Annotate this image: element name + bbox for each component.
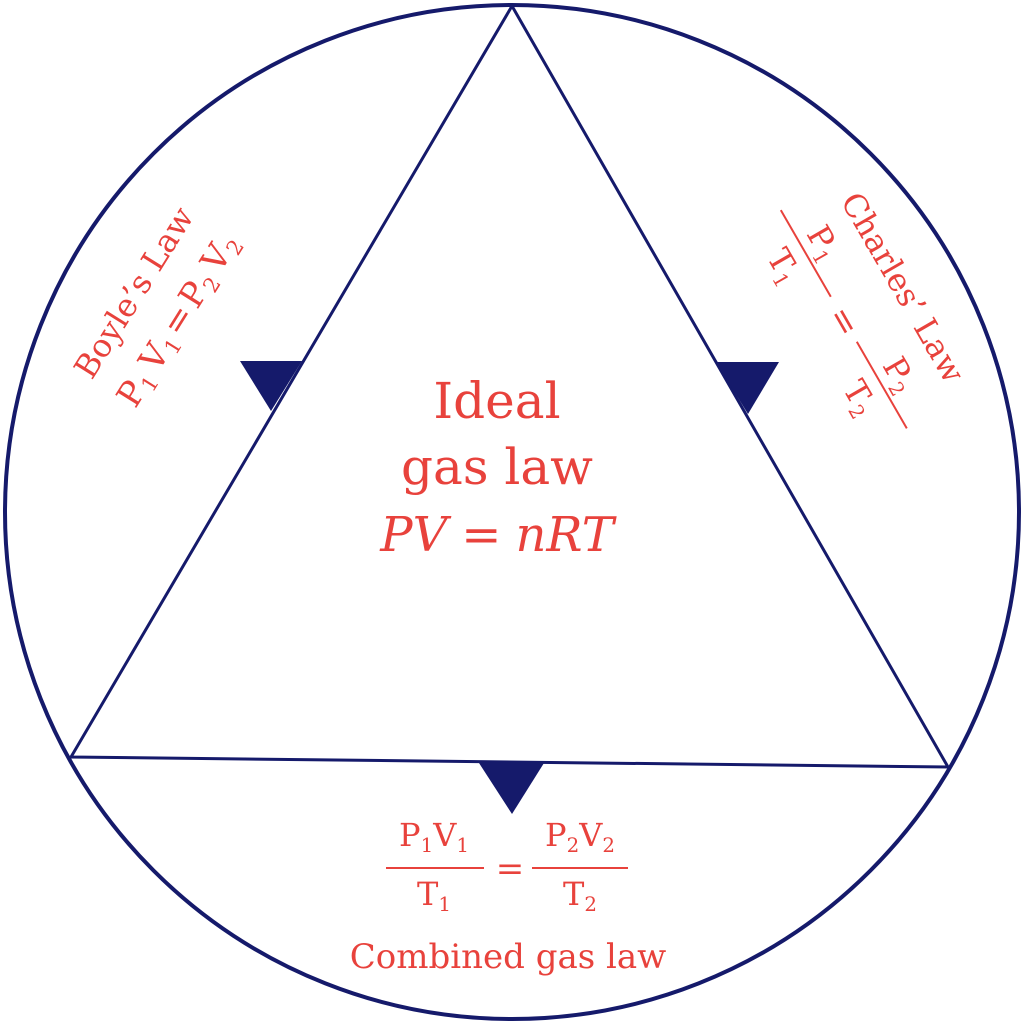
combined-equals: = — [496, 849, 525, 889]
combined-gas-law-label: P1V1 T1 = P2V2 T2 Combined gas law — [350, 816, 667, 977]
combined-gas-law-title: Combined gas law — [350, 937, 667, 977]
charles-fraction-bar-left — [779, 209, 832, 298]
marker-left-triangle — [240, 361, 302, 411]
charles-numerator-right: P2 — [872, 350, 925, 400]
charles-denominator-left: T1 — [757, 242, 809, 292]
charles-fraction-bar-right — [855, 341, 908, 429]
central-triangle — [68, 3, 951, 769]
ideal-gas-law-label: Ideal gas law PV=nRT — [379, 372, 616, 563]
combined-denominator-left: T1 — [417, 875, 451, 916]
charles-denominator-right: T2 — [833, 373, 885, 423]
charles-law-label: Charles’ Law P1 T1 = P2 T2 — [757, 186, 973, 429]
combined-denominator-right: T2 — [563, 875, 597, 916]
ideal-gas-formula: PV=nRT — [379, 507, 616, 563]
marker-bottom-triangle — [479, 763, 544, 814]
combined-numerator-right: P2V2 — [545, 816, 615, 857]
combined-numerator-left: P1V1 — [399, 816, 469, 857]
ideal-line-2: gas law — [401, 438, 593, 496]
boyles-law-label: Boyle’s Law P1V1=P2V2 — [66, 200, 249, 414]
marker-right-triangle — [716, 362, 779, 414]
ideal-line-1: Ideal — [433, 372, 560, 430]
charles-numerator-left: P1 — [796, 219, 849, 269]
charles-equals: = — [819, 299, 868, 344]
